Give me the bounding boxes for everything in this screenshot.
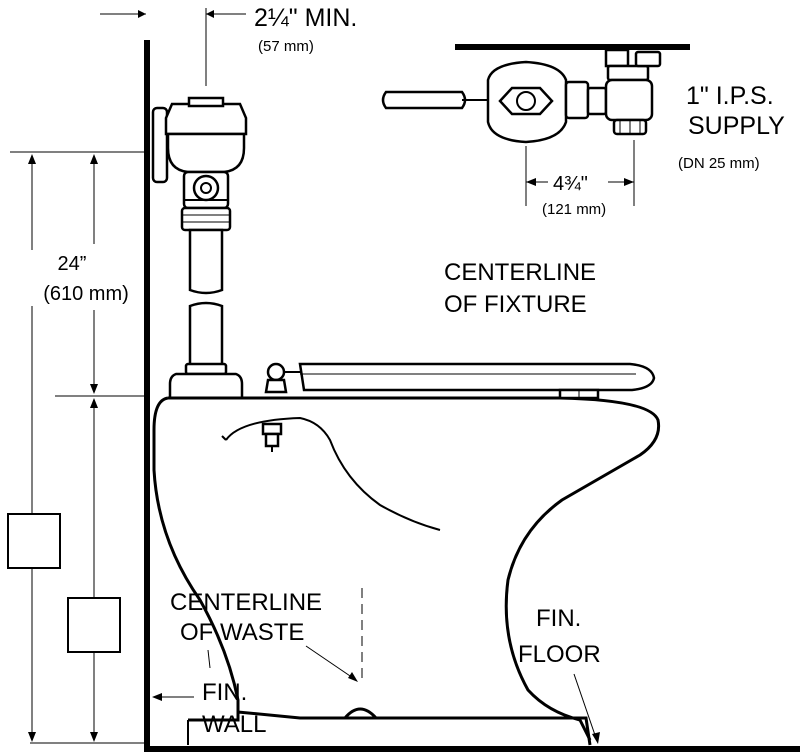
dimension-24-inch — [10, 151, 148, 744]
leader-wall — [152, 649, 211, 701]
supply-size-label: 1" I.P.S. — [686, 82, 774, 110]
min-clearance-label: 2¼" MIN. — [254, 4, 357, 32]
dimension-offset — [525, 140, 635, 206]
centerline-fixture-label-1: CENTERLINE — [444, 259, 596, 286]
centerline-fixture-label-2: OF FIXTURE — [444, 291, 587, 318]
min-clearance-metric: (57 mm) — [258, 38, 314, 55]
fin-wall-label-1: FIN. — [202, 679, 247, 706]
leader-waste — [305, 645, 358, 682]
leader-floor — [573, 673, 600, 744]
offset-label: 4¾" — [553, 173, 588, 195]
flush-valve-top-view — [381, 48, 662, 144]
dimension-min-clearance — [100, 8, 246, 86]
offset-metric: (121 mm) — [542, 201, 606, 218]
centerline-waste-label-1: CENTERLINE — [170, 589, 322, 616]
supply-word-label: SUPPLY — [688, 112, 785, 140]
height-label: 24” — [58, 253, 87, 275]
supply-metric-label: (DN 25 mm) — [678, 155, 760, 172]
fin-floor-label-2: FLOOR — [518, 641, 601, 668]
toilet-seat — [264, 362, 656, 400]
fin-floor-label-1: FIN. — [536, 605, 581, 632]
wall-box-upper — [7, 513, 61, 569]
height-metric: (610 mm) — [43, 283, 129, 305]
wall-box-lower — [67, 597, 121, 653]
fin-wall-label-2: WALL — [202, 711, 266, 738]
centerline-waste-label-2: OF WASTE — [180, 619, 304, 646]
toilet-bowl — [152, 396, 661, 746]
flush-valve-side-view — [151, 96, 248, 400]
